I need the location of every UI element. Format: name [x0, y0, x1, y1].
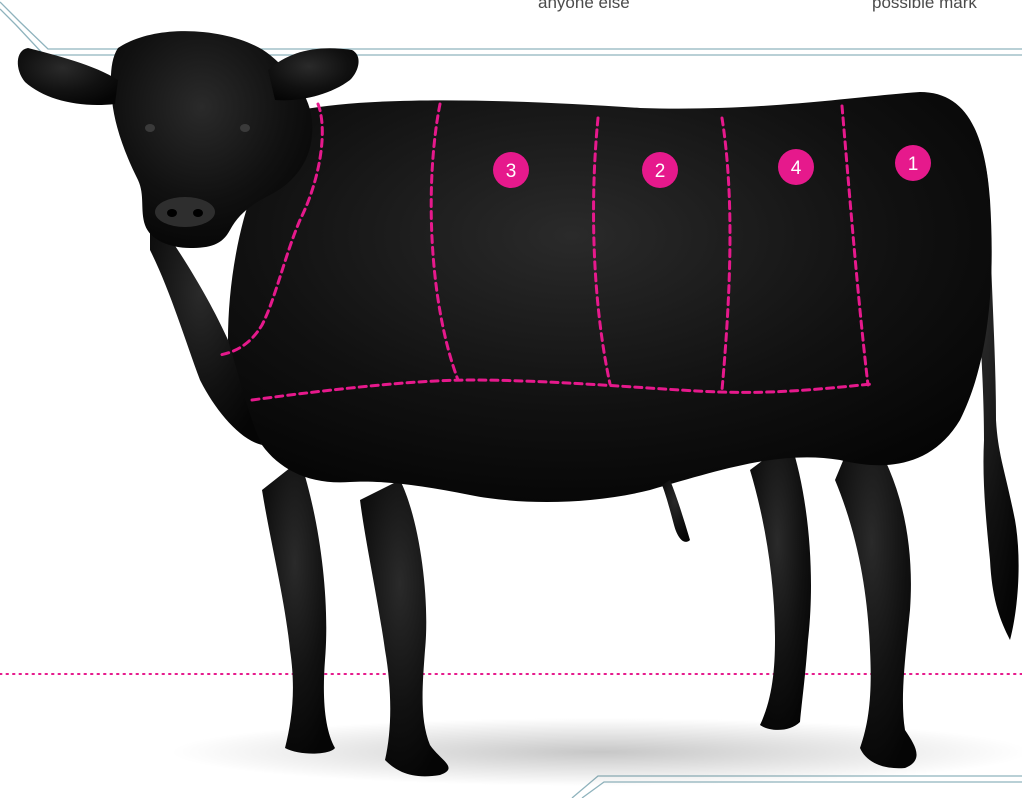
- eye-right: [240, 124, 250, 132]
- cut-badge-number: 2: [655, 161, 666, 182]
- cut-badge-number: 4: [791, 158, 802, 179]
- nostril-left: [167, 209, 177, 217]
- cut-badge-3: 3: [493, 152, 529, 188]
- cut-badge-1: 1: [895, 145, 931, 181]
- muzzle: [155, 197, 215, 227]
- cut-badge-4: 4: [778, 149, 814, 185]
- nostril-right: [193, 209, 203, 217]
- cut-badge-2: 2: [642, 152, 678, 188]
- eye-left: [145, 124, 155, 132]
- cow-silhouette: [18, 31, 1019, 776]
- cut-badge-number: 3: [506, 161, 517, 182]
- cut-badge-number: 1: [908, 154, 919, 175]
